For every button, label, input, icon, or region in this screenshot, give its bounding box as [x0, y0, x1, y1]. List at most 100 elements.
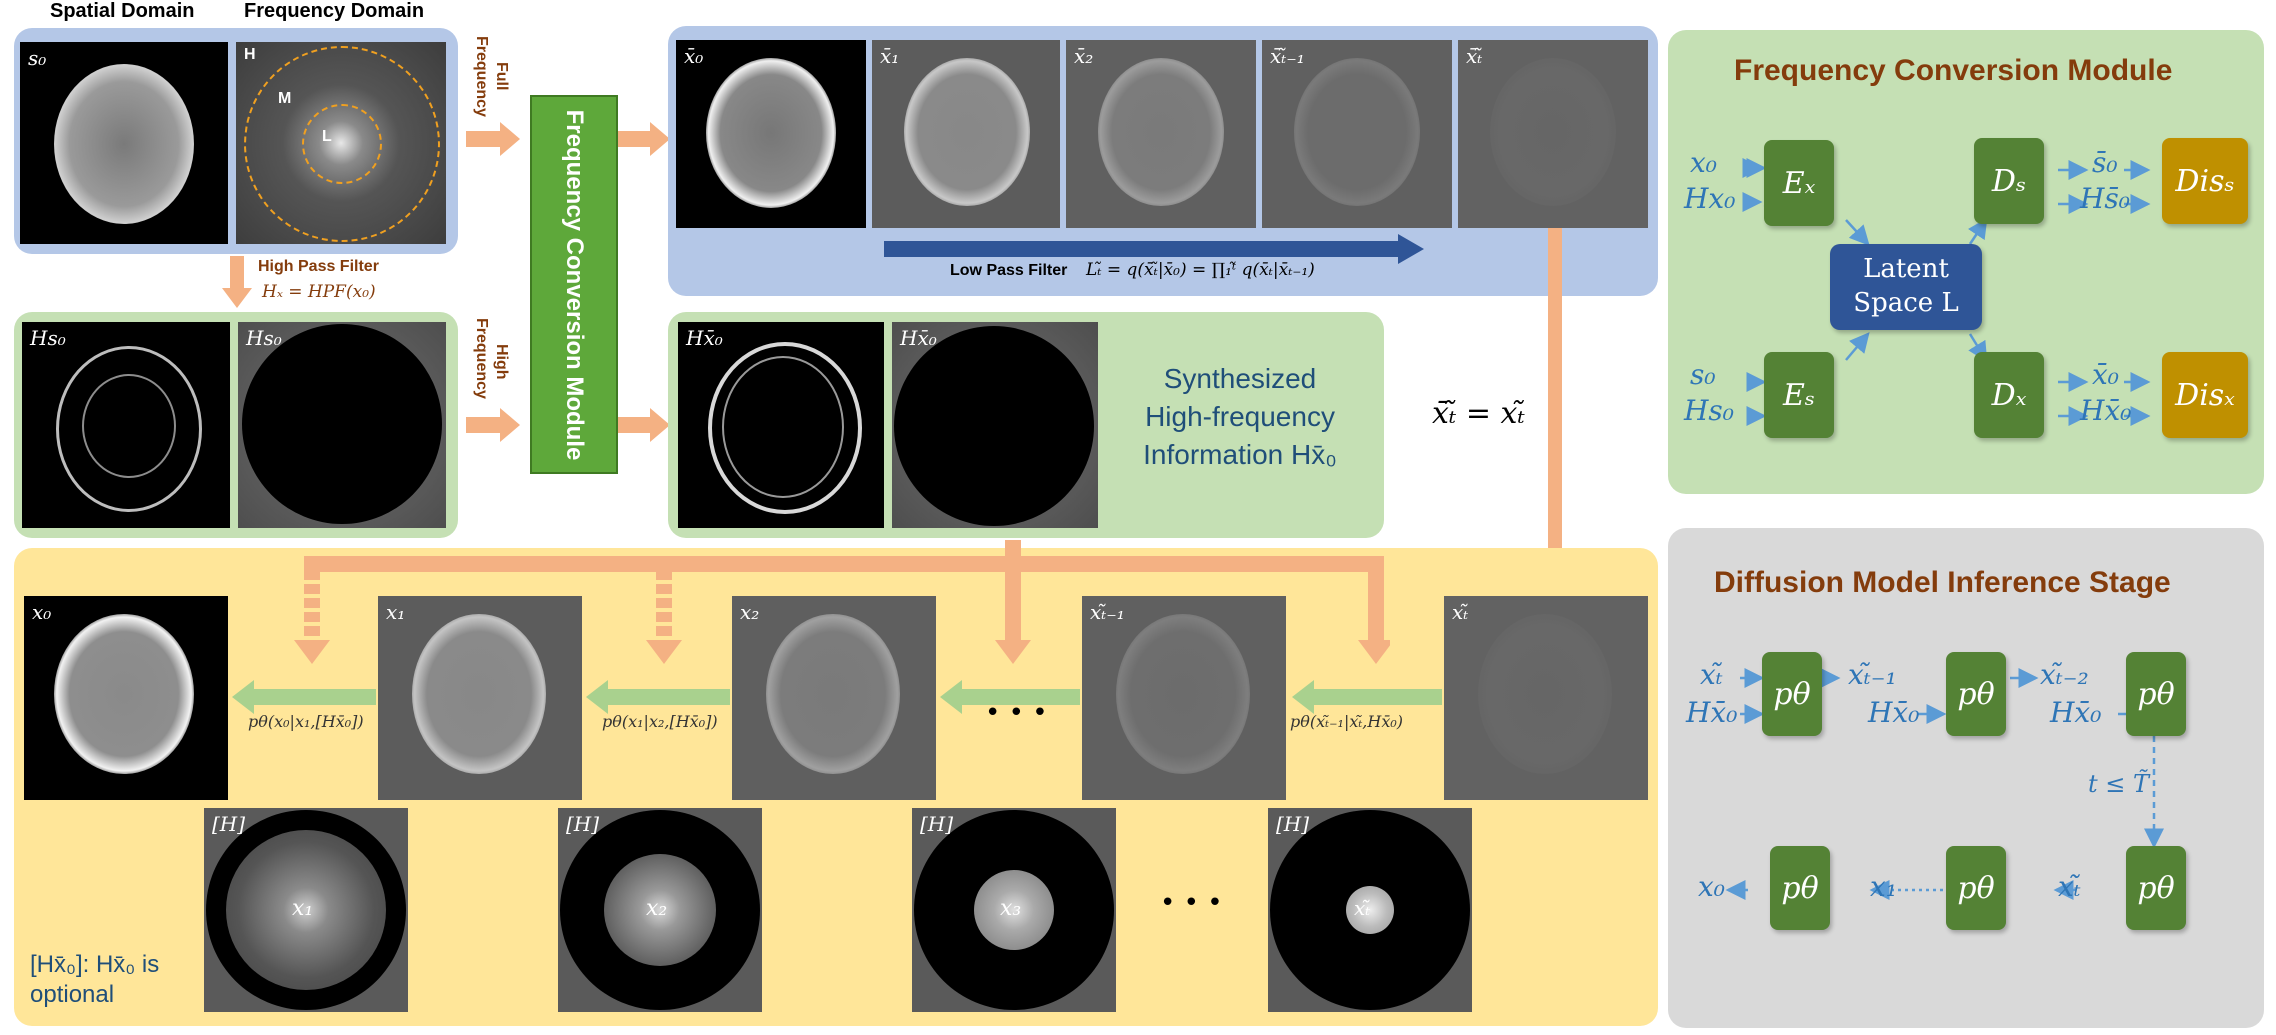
arrow-reverse-3	[940, 680, 1080, 714]
label-xbar1: x̄₁	[880, 44, 900, 68]
lpf-title: Low Pass Filter	[950, 262, 1068, 279]
hpf-title: High Pass Filter	[258, 258, 379, 275]
latent-line2: Space L	[1853, 288, 1959, 318]
image-H-spectrum-1: x₁ [H]	[204, 808, 408, 1012]
ring-outer	[244, 46, 440, 242]
label-bH1: [H]	[212, 812, 246, 836]
decoder-Dx: Dₓ	[1974, 352, 2044, 438]
panel-inference-stage	[1668, 528, 2264, 1028]
inference-arrows	[1725, 668, 2164, 900]
label-H: H	[244, 46, 256, 63]
denoiser-2: pθ	[1946, 652, 2006, 736]
image-H-spectrum-2: x₂ [H]	[558, 808, 762, 1012]
circle-label-x2: x₂	[646, 896, 668, 921]
label-hxbar0-a: Hx̄₀	[686, 326, 723, 350]
label-xbar0: x̄₀	[684, 44, 704, 68]
label-bH2: [H]	[566, 812, 600, 836]
image-xbar2: x̄₂	[1066, 40, 1256, 228]
p-step-1: pθ(x₀|x₁,[Hx̄₀])	[248, 712, 364, 731]
header-spatial-domain: Spatial Domain	[50, 0, 195, 22]
fcm-out-Hs0: Hs̄₀	[2080, 182, 2131, 215]
optional-line2: optional	[30, 981, 115, 1008]
equality-label: x̄ₜ̃ = xₜ̃	[1432, 396, 1525, 431]
arrow-low-pass	[884, 234, 1424, 264]
encoder-Ex: Eₓ	[1764, 140, 1834, 226]
arrow-fcm-to-low	[618, 122, 670, 156]
inf-HxC: Hx̄₀	[2050, 696, 2102, 729]
label-x1: x₁	[386, 600, 406, 624]
image-x2: x₂	[732, 596, 936, 800]
label-hs0-a: Hs₀	[30, 326, 66, 350]
label-L: L	[322, 128, 332, 145]
label-high: High	[493, 344, 510, 380]
discriminator-x: Disₓ	[2162, 352, 2248, 438]
synth-line2: High-frequency	[1145, 401, 1335, 432]
image-hs0-spectrum: Hs₀	[238, 322, 446, 528]
label-s0: s₀	[28, 46, 47, 70]
discriminator-s: Disₛ	[2162, 138, 2248, 224]
image-hs0-edges: Hs₀	[22, 322, 230, 528]
image-hxbar0-spectrum: Hx̄₀	[892, 322, 1098, 528]
fcm-in-x0: x₀	[1690, 146, 1718, 179]
decoder-Ds: Dₛ	[1974, 138, 2044, 224]
inf-out-x1: x₁	[1870, 870, 1898, 903]
fcm-in-Hx0: Hx₀	[1684, 182, 1736, 215]
label-bH4: [H]	[1276, 812, 1310, 836]
arrow-hpf	[222, 256, 252, 308]
label-hxbar0-b: Hx̄₀	[900, 326, 937, 350]
label-x-t: xₜ̃	[1452, 600, 1469, 624]
latent-line1: Latent	[1863, 254, 1949, 284]
dots-reverse: • • •	[985, 698, 1048, 728]
label-x0: x₀	[32, 600, 52, 624]
label-xbar2: x̄₂	[1074, 44, 1094, 68]
arrow-reverse-1	[232, 680, 376, 714]
image-xbar-t: x̄ₜ̃	[1458, 40, 1648, 228]
arrow-high-frequency	[466, 408, 520, 442]
label-full: Full	[493, 62, 510, 91]
denoiser-1: pθ	[1762, 652, 1822, 736]
header-frequency-domain: Frequency Domain	[244, 0, 425, 22]
fcm-in-s0: s₀	[1690, 358, 1716, 391]
image-brain-mri: s₀	[20, 42, 228, 244]
optional-note: [Hx̄₀]: Hx̄₀ is optional	[30, 950, 159, 1010]
image-x-tm1: xₜ̃₋₁	[1082, 596, 1286, 800]
synth-line1: Synthesized	[1163, 363, 1317, 394]
image-xbar0: x̄₀	[676, 40, 866, 228]
fcm-out-s0: s̄₀	[2092, 146, 2118, 179]
synth-text: Synthesized High-frequency Information H…	[1110, 360, 1370, 474]
inf-out-xT: xₜ̃	[2058, 870, 2081, 903]
label-bH3: [H]	[920, 812, 954, 836]
image-frequency-spectrum: H M L	[236, 42, 446, 244]
inference-title: Diffusion Model Inference Stage	[1714, 566, 2171, 599]
ring-inner	[302, 104, 382, 184]
lpf-equation: Lₜ̃ = q(x̄ₜ̃|x̄₀) = ∏₁ᵗ̃ q(x̄ₜ|x̄ₜ₋₁)	[1086, 260, 1315, 280]
fcm-title: Frequency Conversion Module	[1734, 54, 2173, 87]
conditioning-bus	[294, 540, 1390, 664]
p-step-3: pθ(xₜ̃₋₁|xₜ̃,Hx̄₀)	[1290, 712, 1404, 731]
latent-space-box: Latent Space L	[1830, 244, 1982, 330]
image-hxbar0-edges: Hx̄₀	[678, 322, 884, 528]
fcm-out-x0: x̄₀	[2092, 358, 2120, 391]
label-high-frequency: Frequency	[473, 318, 490, 399]
inf-out-x0: x₀	[1698, 870, 1726, 903]
optional-line1: [Hx̄₀]: Hx̄₀ is	[30, 951, 160, 978]
circle-label-x3: x₃	[1000, 896, 1022, 921]
label-xbar-tm1: x̄ₜ̃₋₁	[1270, 44, 1305, 68]
fcm-bar-label: Frequency Conversion Module	[561, 109, 588, 460]
denoiser-5: pθ	[1946, 846, 2006, 930]
denoiser-4: pθ	[2126, 846, 2186, 930]
fcm-arrows	[1742, 158, 2151, 426]
denoiser-6: pθ	[1770, 846, 1830, 930]
encoder-Es: Eₛ	[1764, 352, 1834, 438]
inf-HxB: Hx̄₀	[1868, 696, 1920, 729]
image-H-spectrum-3: x₃ [H]	[912, 808, 1116, 1012]
dots-spectra: • • •	[1160, 888, 1223, 918]
frequency-conversion-module-block: Frequency Conversion Module	[530, 95, 618, 474]
label-hs0-b: Hs₀	[246, 326, 282, 350]
label-x2: x₂	[740, 600, 760, 624]
image-x-t: xₜ̃	[1444, 596, 1648, 800]
image-xbar1: x̄₁	[872, 40, 1060, 228]
fcm-out-Hx0: Hx̄₀	[2080, 394, 2132, 427]
inf-xTm1: xₜ̃₋₁	[1848, 658, 1897, 691]
arrow-reverse-2	[586, 680, 730, 714]
